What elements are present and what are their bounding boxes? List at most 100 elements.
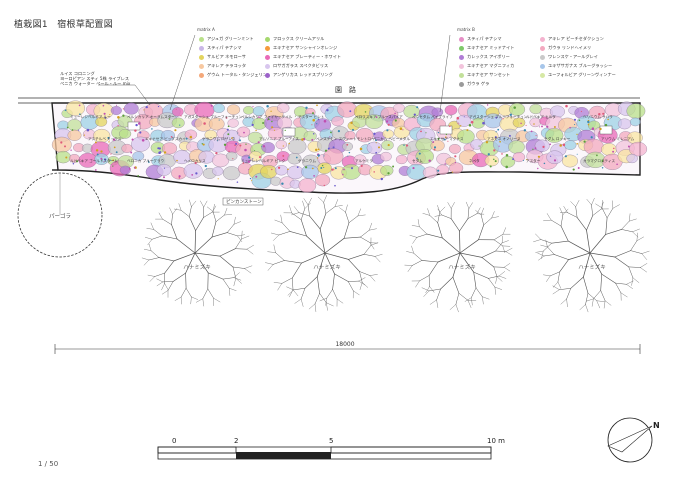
legend-swatch	[540, 37, 545, 42]
tree-branch	[415, 280, 420, 288]
tree-branch	[374, 256, 381, 263]
plant-dot	[143, 109, 145, 111]
tree-label: ハナミズキ	[578, 263, 606, 271]
tree-branch	[636, 232, 638, 241]
plant-dot	[445, 136, 447, 138]
tree-branch	[185, 287, 192, 298]
tree-branch	[480, 207, 484, 215]
plant-dot	[71, 129, 74, 131]
plant-cluster	[227, 118, 239, 128]
plant-dot	[262, 122, 265, 124]
tree-branch	[586, 229, 591, 254]
plant-dot	[112, 159, 115, 162]
plant-cluster	[353, 154, 367, 165]
tree-branch	[300, 298, 304, 307]
plant-dot	[108, 141, 110, 143]
legend-item: ガウラ ゲラ	[459, 82, 489, 87]
tree-branch	[164, 283, 169, 290]
plant-cluster	[436, 164, 450, 175]
tree-branch	[552, 285, 560, 290]
plant-dot	[350, 121, 353, 125]
plant-dot	[113, 146, 116, 149]
plant-dot	[573, 118, 577, 121]
tree-branch	[343, 236, 361, 239]
plant-dot	[565, 104, 568, 108]
plant-dot	[312, 167, 314, 170]
tree-branch	[591, 298, 594, 307]
tree-branch	[491, 211, 495, 219]
tree-branch	[543, 254, 555, 257]
tree-branch	[178, 203, 182, 211]
tree-branch	[151, 235, 163, 240]
plant-label: アルケミラ	[355, 158, 373, 163]
plant-dot	[206, 168, 208, 170]
plant-dot	[147, 160, 150, 162]
plant-dot	[294, 115, 296, 117]
plant-dot	[329, 136, 331, 138]
plant-cluster	[546, 150, 564, 164]
plant-dot	[158, 151, 161, 154]
plant-cluster	[430, 139, 445, 152]
tree-branch	[319, 228, 326, 254]
plant-dot	[95, 149, 99, 152]
legend-label: サルビア ネモローサ	[207, 54, 246, 60]
plant-dot	[104, 117, 107, 119]
tree-branch	[292, 277, 294, 290]
plant-dot	[454, 161, 457, 164]
plant-dot	[535, 135, 537, 137]
plant-dot	[295, 156, 298, 159]
tree-branch	[148, 257, 160, 261]
plant-cluster	[315, 174, 331, 187]
tree-branch	[232, 266, 245, 269]
tree-branch	[241, 235, 250, 240]
tree-label: ハナミズキ	[313, 263, 341, 271]
plant-dot	[331, 168, 334, 171]
plant-cluster	[162, 142, 178, 155]
tree-branch	[212, 211, 217, 222]
plant-label: アガスターシェ ブルーフォーチュン	[469, 114, 528, 119]
tree-branch	[281, 277, 293, 284]
plant-dot	[312, 118, 315, 122]
tree-branch	[319, 213, 327, 230]
plant-label: アスチルベ ミックス	[88, 136, 122, 141]
plant-cluster	[509, 102, 526, 116]
tree-branch	[360, 236, 371, 243]
tree-branch	[495, 276, 498, 284]
plant-dot	[420, 130, 422, 133]
plant-dot	[330, 131, 332, 134]
tree-branch	[447, 202, 452, 209]
tree-branch	[323, 202, 327, 214]
plant-dot	[337, 130, 340, 133]
tree-branch	[566, 288, 572, 300]
tree-branch	[491, 216, 499, 219]
tree-branch	[314, 303, 317, 312]
tree-branch	[345, 211, 350, 223]
tree-branch	[557, 271, 560, 283]
plant-dot	[559, 144, 562, 147]
tree-branch	[481, 257, 495, 268]
plant-dot	[587, 120, 590, 124]
tree-branch	[219, 248, 236, 257]
tree-branch	[632, 231, 639, 238]
tree-branch	[145, 237, 153, 240]
plant-dot	[160, 150, 162, 152]
legend-a-head: matrix A	[197, 27, 215, 32]
plant-dot	[494, 160, 497, 163]
tree-branch	[308, 303, 316, 310]
plant-dot	[94, 169, 97, 171]
plant-cluster	[342, 142, 353, 151]
plant-cluster	[512, 117, 526, 128]
tree-branch	[291, 212, 302, 220]
plant-dot	[72, 162, 75, 165]
tree-branch	[601, 207, 608, 219]
plant-dot	[498, 145, 500, 147]
tree-branch	[173, 252, 196, 262]
plant-dot	[520, 122, 522, 125]
plant-label: ネペタ	[469, 158, 480, 163]
plant-dot	[232, 158, 234, 160]
tree-branch	[629, 218, 637, 222]
plant-dot	[218, 119, 220, 121]
plant-labels: ミューレンベルギア ルーペルシカリア オーラムスターアガスターシェ ブルーフォー…	[70, 114, 635, 163]
plant-cluster	[449, 162, 464, 174]
